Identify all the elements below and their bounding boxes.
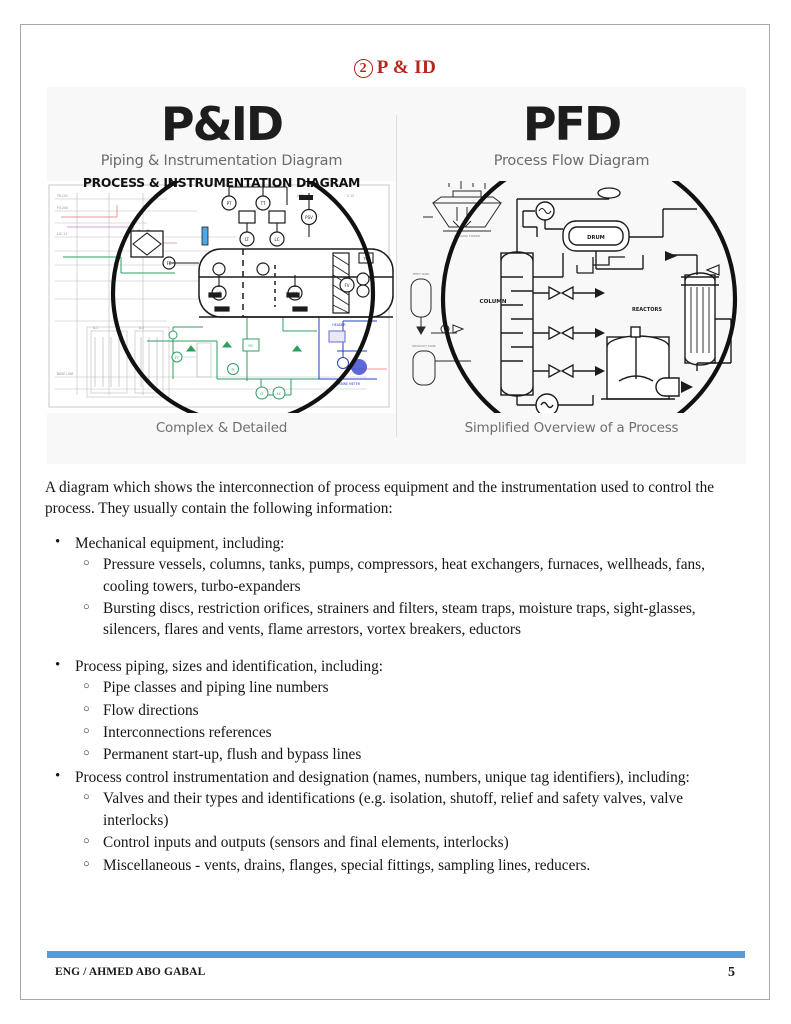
svg-text:LIC-11: LIC-11 (57, 232, 67, 236)
pfd-drawing: COOLING TOWER FEED TANK PRODUCT TANK (397, 181, 746, 413)
svg-text:COOLING TOWER: COOLING TOWER (454, 234, 480, 238)
figure-divider (396, 115, 397, 437)
svg-text:V-12: V-12 (347, 194, 354, 198)
svg-text:FT: FT (175, 356, 180, 360)
sub-bullet-marker-icon: ○ (83, 857, 90, 870)
list-item: ○ Bursting discs, restriction orifices, … (75, 598, 751, 641)
svg-text:PT: PT (227, 201, 232, 206)
list-item: ○ Miscellaneous - vents, drains, flanges… (75, 855, 751, 876)
svg-text:A-2: A-2 (139, 326, 144, 330)
pid-overlay-label: PROCESS & INSTRUMENTATION DIAGRAM (82, 175, 361, 190)
svg-text:FV: FV (344, 283, 349, 288)
svg-text:FV-204: FV-204 (57, 206, 68, 210)
footer-accent-bar (47, 951, 745, 958)
list-item: ○ Flow directions (75, 700, 751, 721)
svg-text:LC: LC (274, 237, 279, 242)
list-item-text: Control inputs and outputs (sensors and … (103, 834, 509, 852)
bullet-marker-icon: • (55, 533, 61, 550)
pid-heading: P&ID (160, 97, 284, 151)
bullet-marker-icon: • (55, 656, 61, 673)
bullet-heading: Process control instrumentation and desi… (75, 768, 690, 786)
sub-bullet-marker-icon: ○ (83, 680, 90, 693)
svg-text:PSV: PSV (305, 215, 313, 220)
content-bullet-list: • Mechanical equipment, including: ○ Pre… (45, 533, 751, 876)
svg-text:BASE LINE: BASE LINE (57, 372, 74, 376)
list-item-text: Miscellaneous - vents, drains, flanges, … (103, 856, 591, 874)
svg-text:FIC: FIC (249, 344, 255, 348)
sub-bullet-marker-icon: ○ (83, 747, 90, 760)
pfd-column-label: COLUMN (479, 299, 506, 305)
pfd-caption: Simplified Overview of a Process (464, 420, 679, 436)
figure-panel-pfd: PFD Process Flow Diagram (397, 87, 746, 464)
figure-panel-pid: P&ID Piping & Instrumentation Diagram PR… (47, 87, 396, 464)
svg-text:TURBINE METER: TURBINE METER (333, 382, 361, 386)
svg-text:PI: PI (231, 368, 234, 372)
svg-text:TT: TT (260, 201, 266, 206)
svg-text:FEED TANK: FEED TANK (413, 272, 431, 276)
svg-text:A-1: A-1 (93, 326, 98, 330)
pfd-heading: PFD (522, 97, 622, 151)
pid-subheading: Piping & Instrumentation Diagram (100, 153, 343, 169)
bullet-heading: Mechanical equipment, including: (75, 534, 285, 552)
bullet-heading: Process piping, sizes and identification… (75, 657, 384, 675)
body-content: A diagram which shows the interconnectio… (45, 477, 751, 877)
bullet-group-process-piping: • Process piping, sizes and identificati… (45, 656, 751, 766)
list-item: ○ Pressure vessels, columns, tanks, pump… (75, 554, 751, 597)
sub-list: ○ Pressure vessels, columns, tanks, pump… (75, 554, 751, 641)
list-item-text: Bursting discs, restriction orifices, st… (103, 600, 696, 639)
sub-bullet-marker-icon: ○ (83, 601, 90, 614)
list-item: ○ Pipe classes and piping line numbers (75, 677, 751, 698)
section-number-badge: 2 (353, 59, 373, 78)
bullet-group-process-control: • Process control instrumentation and de… (45, 767, 751, 876)
svg-text:TW: TW (362, 257, 369, 261)
sub-list: ○ Pipe classes and piping line numbers ○… (75, 677, 751, 766)
list-item-text: Flow directions (103, 701, 199, 719)
footer-page-number: 5 (728, 965, 735, 980)
list-item-text: Interconnections references (103, 724, 272, 742)
list-item-text: Valves and their types and identificatio… (103, 790, 683, 829)
sub-bullet-marker-icon: ○ (83, 835, 90, 848)
pid-pfd-comparison-figure: P&ID Piping & Instrumentation Diagram PR… (47, 87, 746, 464)
page-footer: ENG / AHMED ABO GABAL 5 (47, 965, 745, 986)
sub-bullet-marker-icon: ○ (83, 725, 90, 738)
svg-text:LT: LT (245, 237, 250, 242)
sub-list: ○ Valves and their types and identificat… (75, 788, 751, 876)
page-title-text: P & ID (376, 57, 437, 78)
pid-caption: Complex & Detailed (155, 420, 288, 436)
list-item: ○ Interconnections references (75, 722, 751, 743)
pfd-drum-label: DRUM (587, 235, 605, 241)
sub-bullet-marker-icon: ○ (83, 791, 90, 804)
svg-text:HEADER: HEADER (332, 323, 346, 327)
svg-text:LT: LT (260, 392, 264, 396)
list-item: ○ Valves and their types and identificat… (75, 788, 751, 831)
list-item-text: Permanent start-up, flush and bypass lin… (103, 746, 362, 764)
list-item: ○ Permanent start-up, flush and bypass l… (75, 744, 751, 765)
bullet-marker-icon: • (55, 767, 61, 784)
pfd-reactors-label: REACTORS (632, 307, 662, 313)
svg-text:TK-101: TK-101 (56, 194, 68, 198)
list-item-text: Pressure vessels, columns, tanks, pumps,… (103, 556, 705, 595)
svg-text:LC: LC (277, 392, 282, 396)
svg-text:PRODUCT TANK: PRODUCT TANK (412, 344, 437, 348)
bullet-group-mechanical-equipment: • Mechanical equipment, including: ○ Pre… (45, 533, 751, 641)
sub-bullet-marker-icon: ○ (83, 702, 90, 715)
footer-author: ENG / AHMED ABO GABAL (55, 966, 206, 978)
list-spacer (45, 642, 751, 655)
intro-paragraph: A diagram which shows the interconnectio… (45, 479, 715, 518)
pfd-subheading: Process Flow Diagram (493, 153, 650, 169)
list-item: ○ Control inputs and outputs (sensors an… (75, 832, 751, 853)
list-item-text: Pipe classes and piping line numbers (103, 679, 329, 697)
sub-bullet-marker-icon: ○ (83, 557, 90, 570)
